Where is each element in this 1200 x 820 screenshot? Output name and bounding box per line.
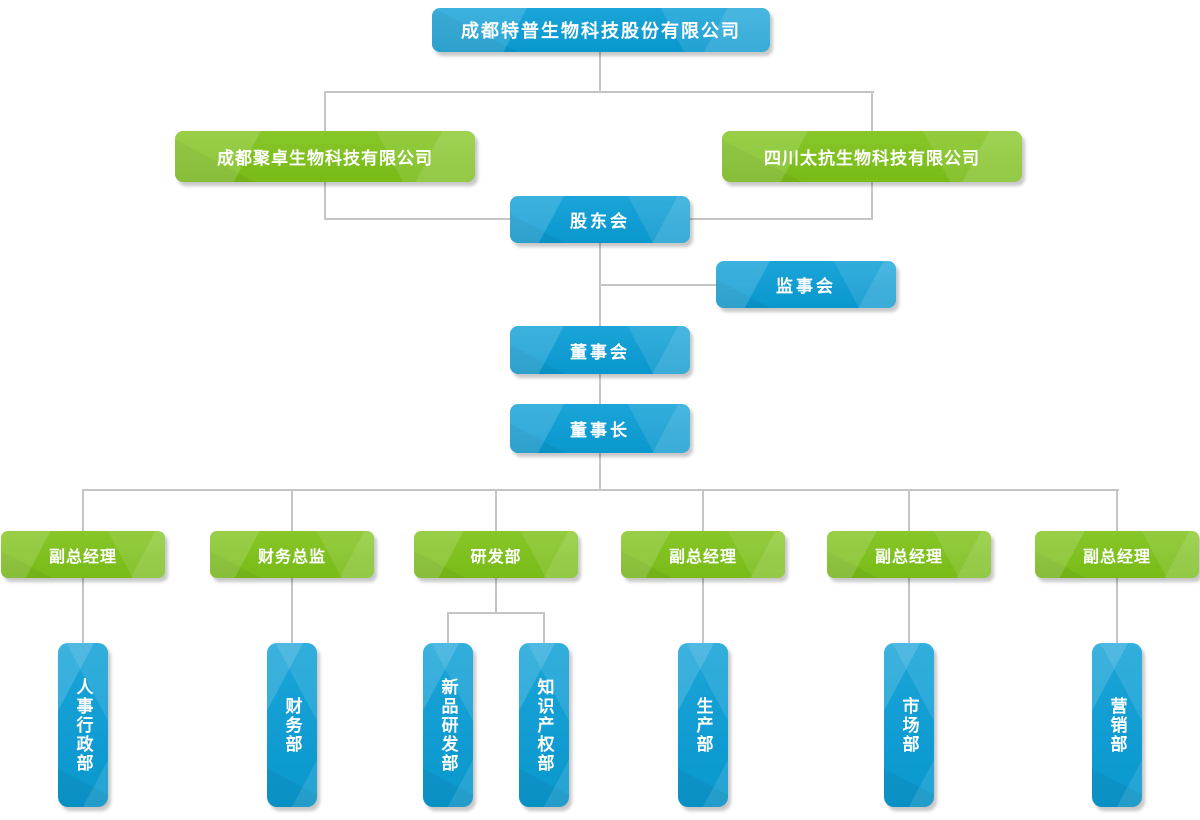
connector-line xyxy=(495,578,497,613)
connector-line xyxy=(447,612,449,644)
org-node-executive-6: 副总经理 xyxy=(1035,531,1199,578)
connector-line xyxy=(324,218,510,220)
org-node-label: 研发部 xyxy=(470,548,522,566)
org-node-label: 副总经理 xyxy=(668,548,737,566)
connector-line xyxy=(543,612,545,644)
connector-line xyxy=(599,374,601,404)
connector-line xyxy=(495,489,497,532)
connector-line xyxy=(690,218,873,220)
org-node-executive-1: 副总经理 xyxy=(1,531,165,578)
org-node-label: 财务总监 xyxy=(257,548,326,566)
connector-line xyxy=(599,453,601,490)
connector-line xyxy=(599,52,601,92)
org-node-dept-intellectual-property: 知识产权部 xyxy=(519,643,569,807)
org-node-label: 人事行政部 xyxy=(73,677,93,773)
org-node-subsidiary-right: 四川太抗生物科技有限公司 xyxy=(722,131,1022,182)
connector-line xyxy=(600,284,716,286)
connector-line xyxy=(291,489,293,532)
org-node-label: 副总经理 xyxy=(48,548,117,566)
org-node-label: 市场部 xyxy=(899,696,919,754)
org-node-dept-finance: 财务部 xyxy=(267,643,317,807)
org-node-shareholders-meeting: 股东会 xyxy=(510,196,690,243)
org-node-board-of-directors: 董事会 xyxy=(510,326,690,374)
org-node-label: 董事会 xyxy=(570,342,630,362)
connector-line xyxy=(291,578,293,644)
connector-line xyxy=(702,489,704,532)
org-node-label: 董事长 xyxy=(570,421,630,440)
org-node-executive-2: 财务总监 xyxy=(210,531,374,578)
org-node-dept-production: 生产部 xyxy=(678,643,728,807)
org-node-label: 副总经理 xyxy=(1082,548,1151,566)
org-node-dept-hr-admin: 人事行政部 xyxy=(58,643,108,807)
org-node-label: 四川太抗生物科技有限公司 xyxy=(764,149,980,168)
org-node-label: 成都特普生物科技股份有限公司 xyxy=(461,21,741,41)
org-node-label: 生产部 xyxy=(693,696,713,754)
connector-line xyxy=(908,489,910,532)
connector-line xyxy=(447,612,545,614)
org-node-executive-3: 研发部 xyxy=(414,531,578,578)
connector-line xyxy=(324,91,874,93)
org-node-subsidiary-left: 成都聚卓生物科技有限公司 xyxy=(175,131,475,182)
org-node-label: 知识产权部 xyxy=(534,677,554,773)
connector-line xyxy=(82,489,84,532)
connector-line xyxy=(702,578,704,644)
org-node-dept-new-product-rd: 新品研发部 xyxy=(423,643,473,807)
org-node-label: 财务部 xyxy=(282,696,302,754)
connector-line xyxy=(1116,489,1118,532)
org-node-label: 成都聚卓生物科技有限公司 xyxy=(217,149,433,168)
org-node-supervisory-board: 监事会 xyxy=(716,261,896,308)
org-node-root-company: 成都特普生物科技股份有限公司 xyxy=(432,8,770,52)
org-node-dept-sales: 营销部 xyxy=(1092,643,1142,807)
org-node-executive-4: 副总经理 xyxy=(621,531,785,578)
connector-line xyxy=(908,578,910,644)
org-node-label: 新品研发部 xyxy=(438,677,458,773)
org-node-dept-market: 市场部 xyxy=(884,643,934,807)
connector-line xyxy=(82,578,84,644)
org-node-label: 监事会 xyxy=(776,277,836,296)
connector-line xyxy=(1116,578,1118,644)
org-node-label: 股东会 xyxy=(570,212,630,231)
org-node-executive-5: 副总经理 xyxy=(827,531,991,578)
org-node-label: 营销部 xyxy=(1107,696,1127,754)
org-node-chairman: 董事长 xyxy=(510,404,690,453)
org-node-label: 副总经理 xyxy=(874,548,943,566)
connector-line xyxy=(82,489,1119,491)
